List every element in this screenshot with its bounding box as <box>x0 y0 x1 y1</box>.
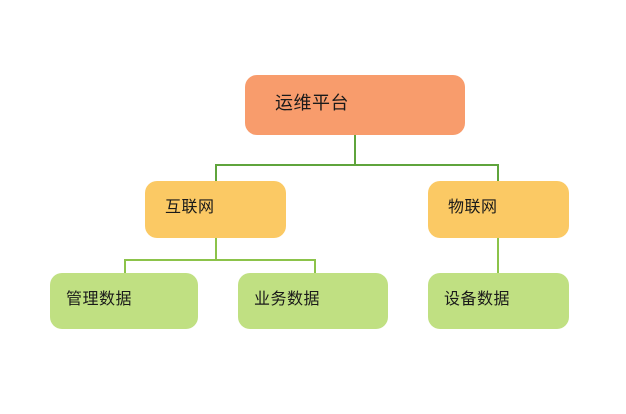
node-iot-label: 物联网 <box>448 197 498 216</box>
node-internet-label: 互联网 <box>165 197 215 216</box>
edge-internet-bus <box>124 259 316 261</box>
edge-internet-to-mgmt-data <box>124 259 126 274</box>
node-mgmt-data-label: 管理数据 <box>66 289 133 308</box>
node-iot[interactable]: 物联网 <box>428 181 569 238</box>
node-mgmt-data[interactable]: 管理数据 <box>50 273 198 329</box>
edge-root-stem <box>354 135 356 165</box>
node-biz-data-label: 业务数据 <box>254 289 321 308</box>
node-device-data[interactable]: 设备数据 <box>428 273 569 329</box>
edge-root-bus <box>215 164 499 166</box>
node-internet[interactable]: 互联网 <box>145 181 286 238</box>
node-root-label: 运维平台 <box>275 93 349 114</box>
edge-iot-to-device-data <box>497 238 499 274</box>
edge-root-to-iot <box>497 164 499 182</box>
node-biz-data[interactable]: 业务数据 <box>238 273 388 329</box>
node-root[interactable]: 运维平台 <box>245 75 465 135</box>
node-device-data-label: 设备数据 <box>444 289 511 308</box>
edge-root-to-internet <box>215 164 217 182</box>
edge-internet-to-biz-data <box>314 259 316 274</box>
edge-internet-stem <box>215 238 217 260</box>
